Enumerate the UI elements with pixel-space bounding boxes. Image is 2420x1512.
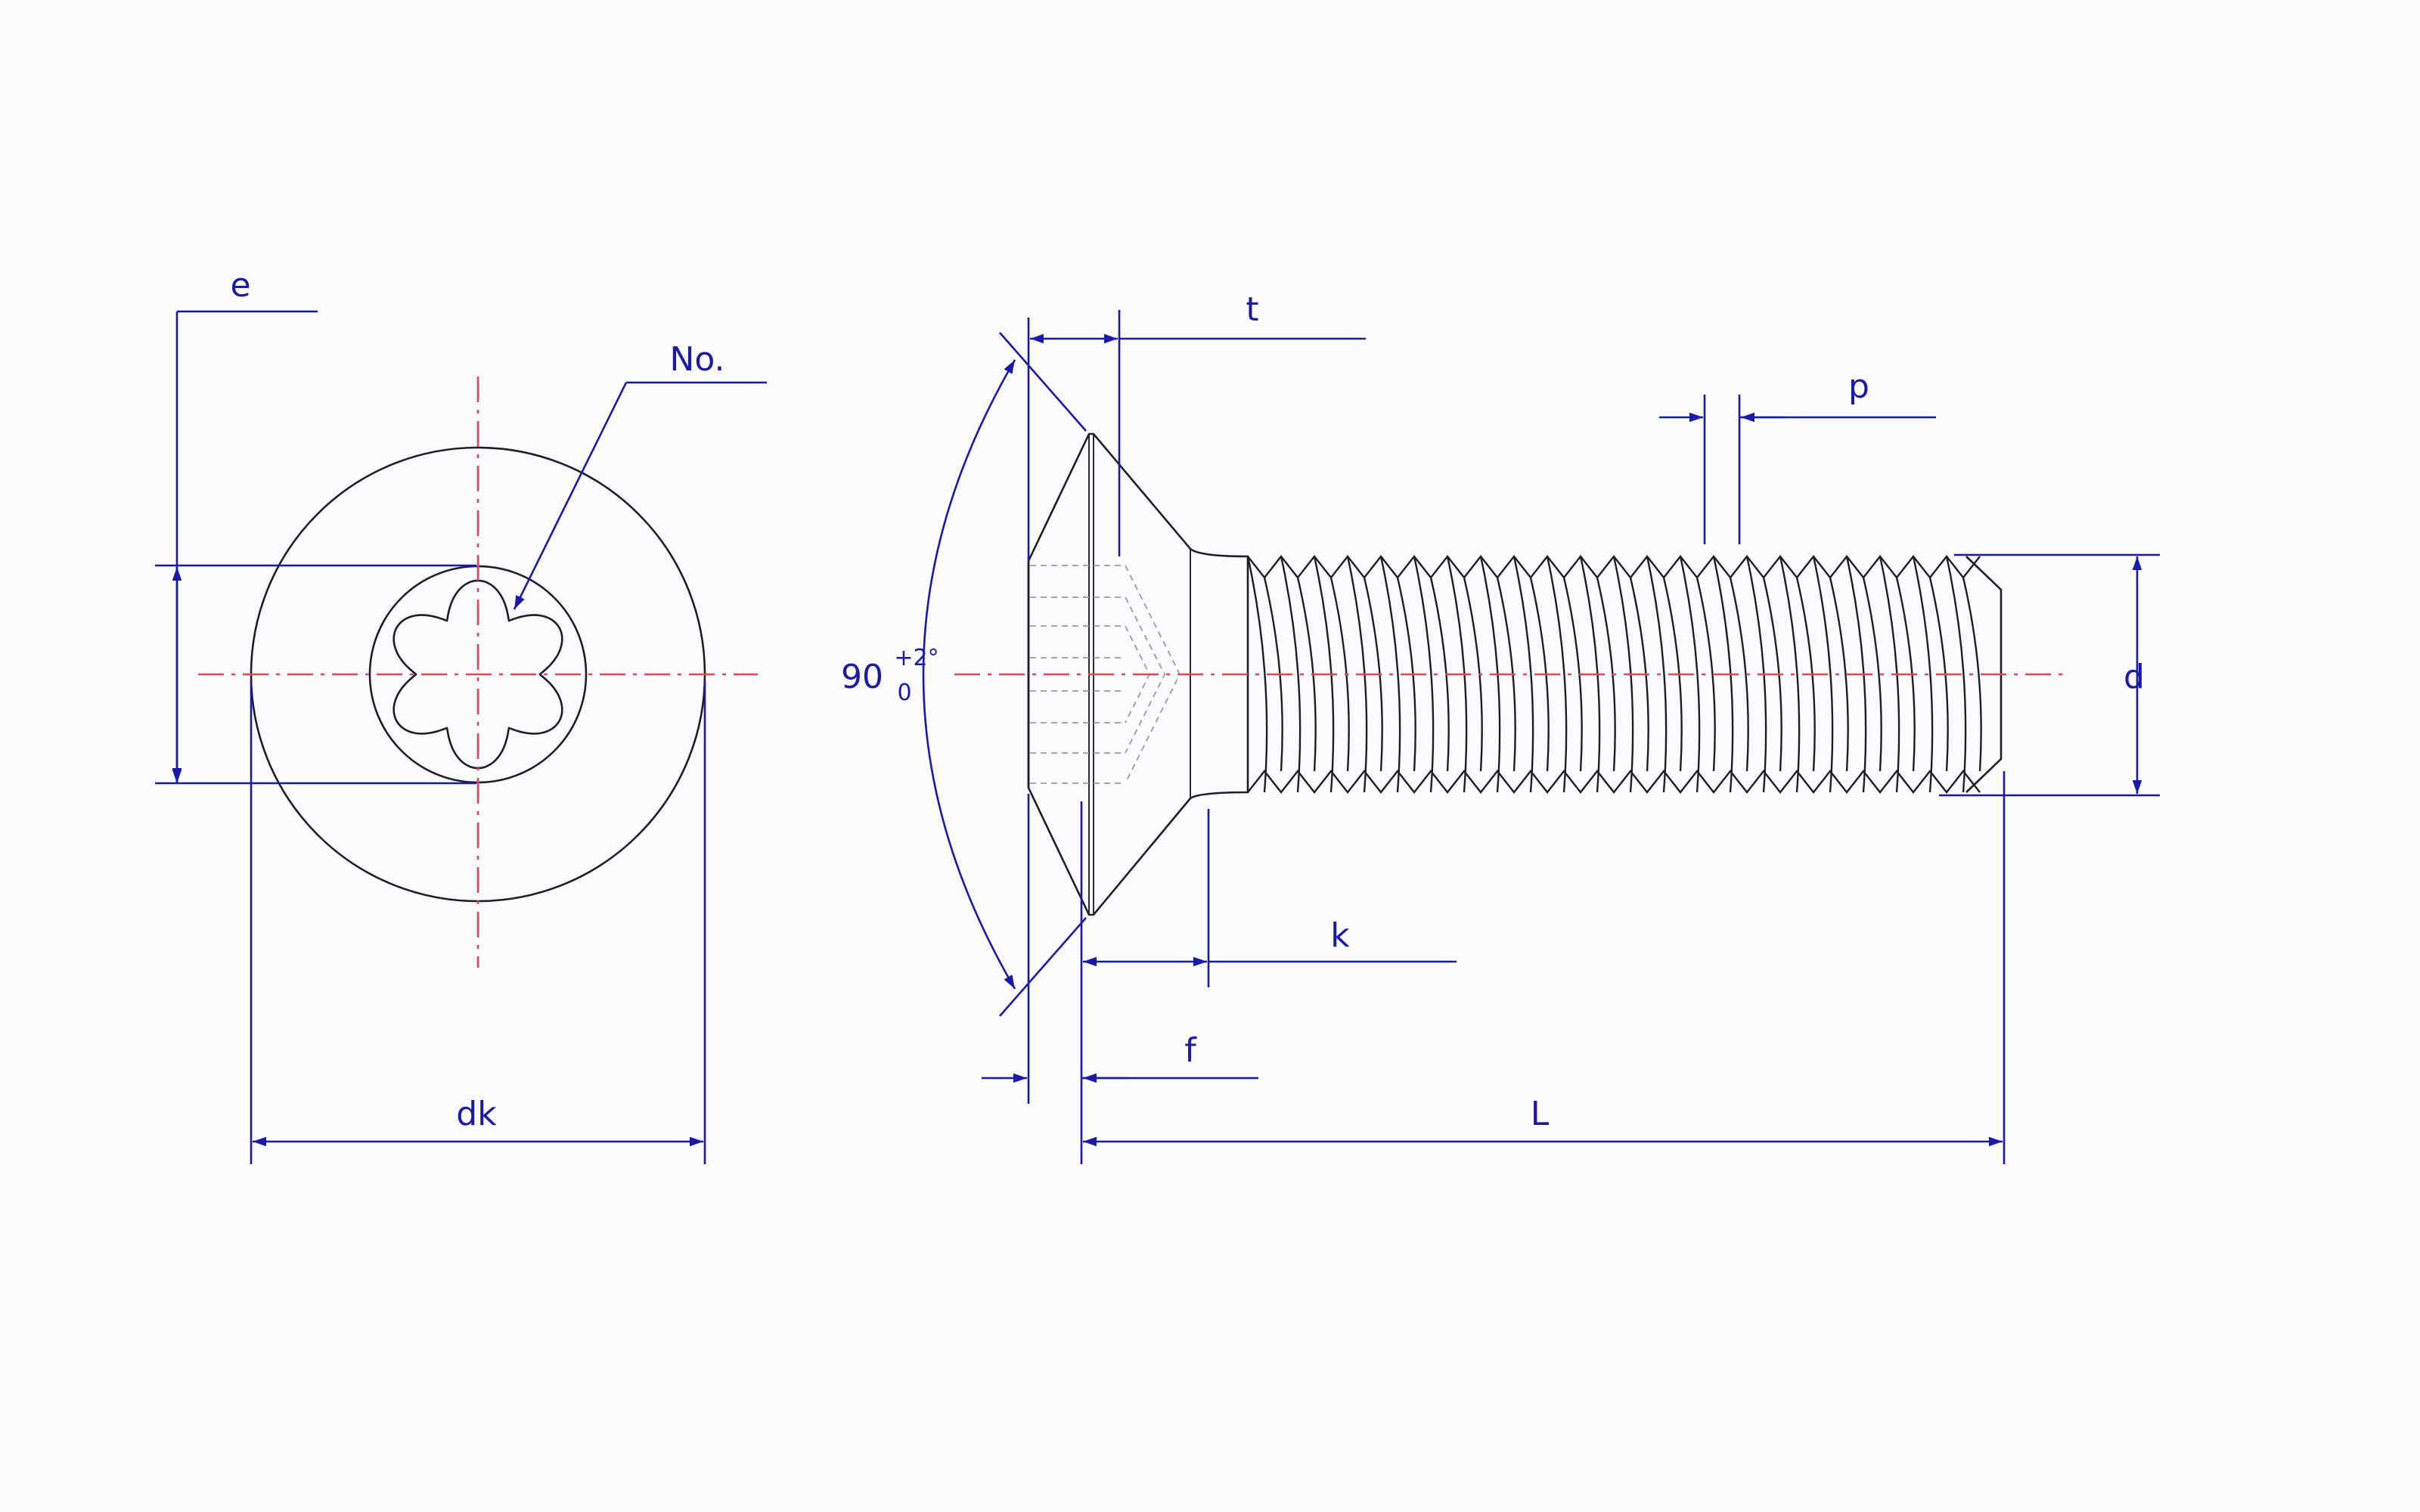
front-view — [155, 310, 767, 1164]
dimension-k — [1080, 801, 1457, 1164]
dimension-L — [1083, 771, 2006, 1164]
label-e: e — [230, 266, 250, 305]
label-f: f — [1184, 1031, 1197, 1070]
label-no: No. — [669, 340, 724, 379]
leader-no — [513, 381, 767, 610]
dimension-t — [1027, 310, 1366, 561]
dimension-p — [1659, 395, 1936, 544]
dimension-f — [982, 794, 1258, 1104]
dimension-dk — [250, 680, 706, 1164]
label-L: L — [1531, 1095, 1550, 1133]
dimension-d — [1939, 553, 2160, 797]
side-view — [922, 310, 2160, 1164]
label-d: d — [2124, 658, 2145, 696]
label-angle-tol-upper: +2° — [894, 645, 939, 671]
dimension-e — [155, 310, 476, 785]
label-angle: 90 — [841, 658, 883, 696]
dimension-angle — [922, 332, 1087, 1017]
label-k: k — [1330, 916, 1350, 955]
label-angle-tol-lower: 0 — [897, 680, 911, 706]
label-t: t — [1246, 290, 1258, 329]
dimension-labels: e No. dk t p d k f L 90 +2° 0 — [230, 266, 2145, 1133]
label-dk: dk — [456, 1095, 497, 1133]
label-p: p — [1848, 367, 1869, 406]
